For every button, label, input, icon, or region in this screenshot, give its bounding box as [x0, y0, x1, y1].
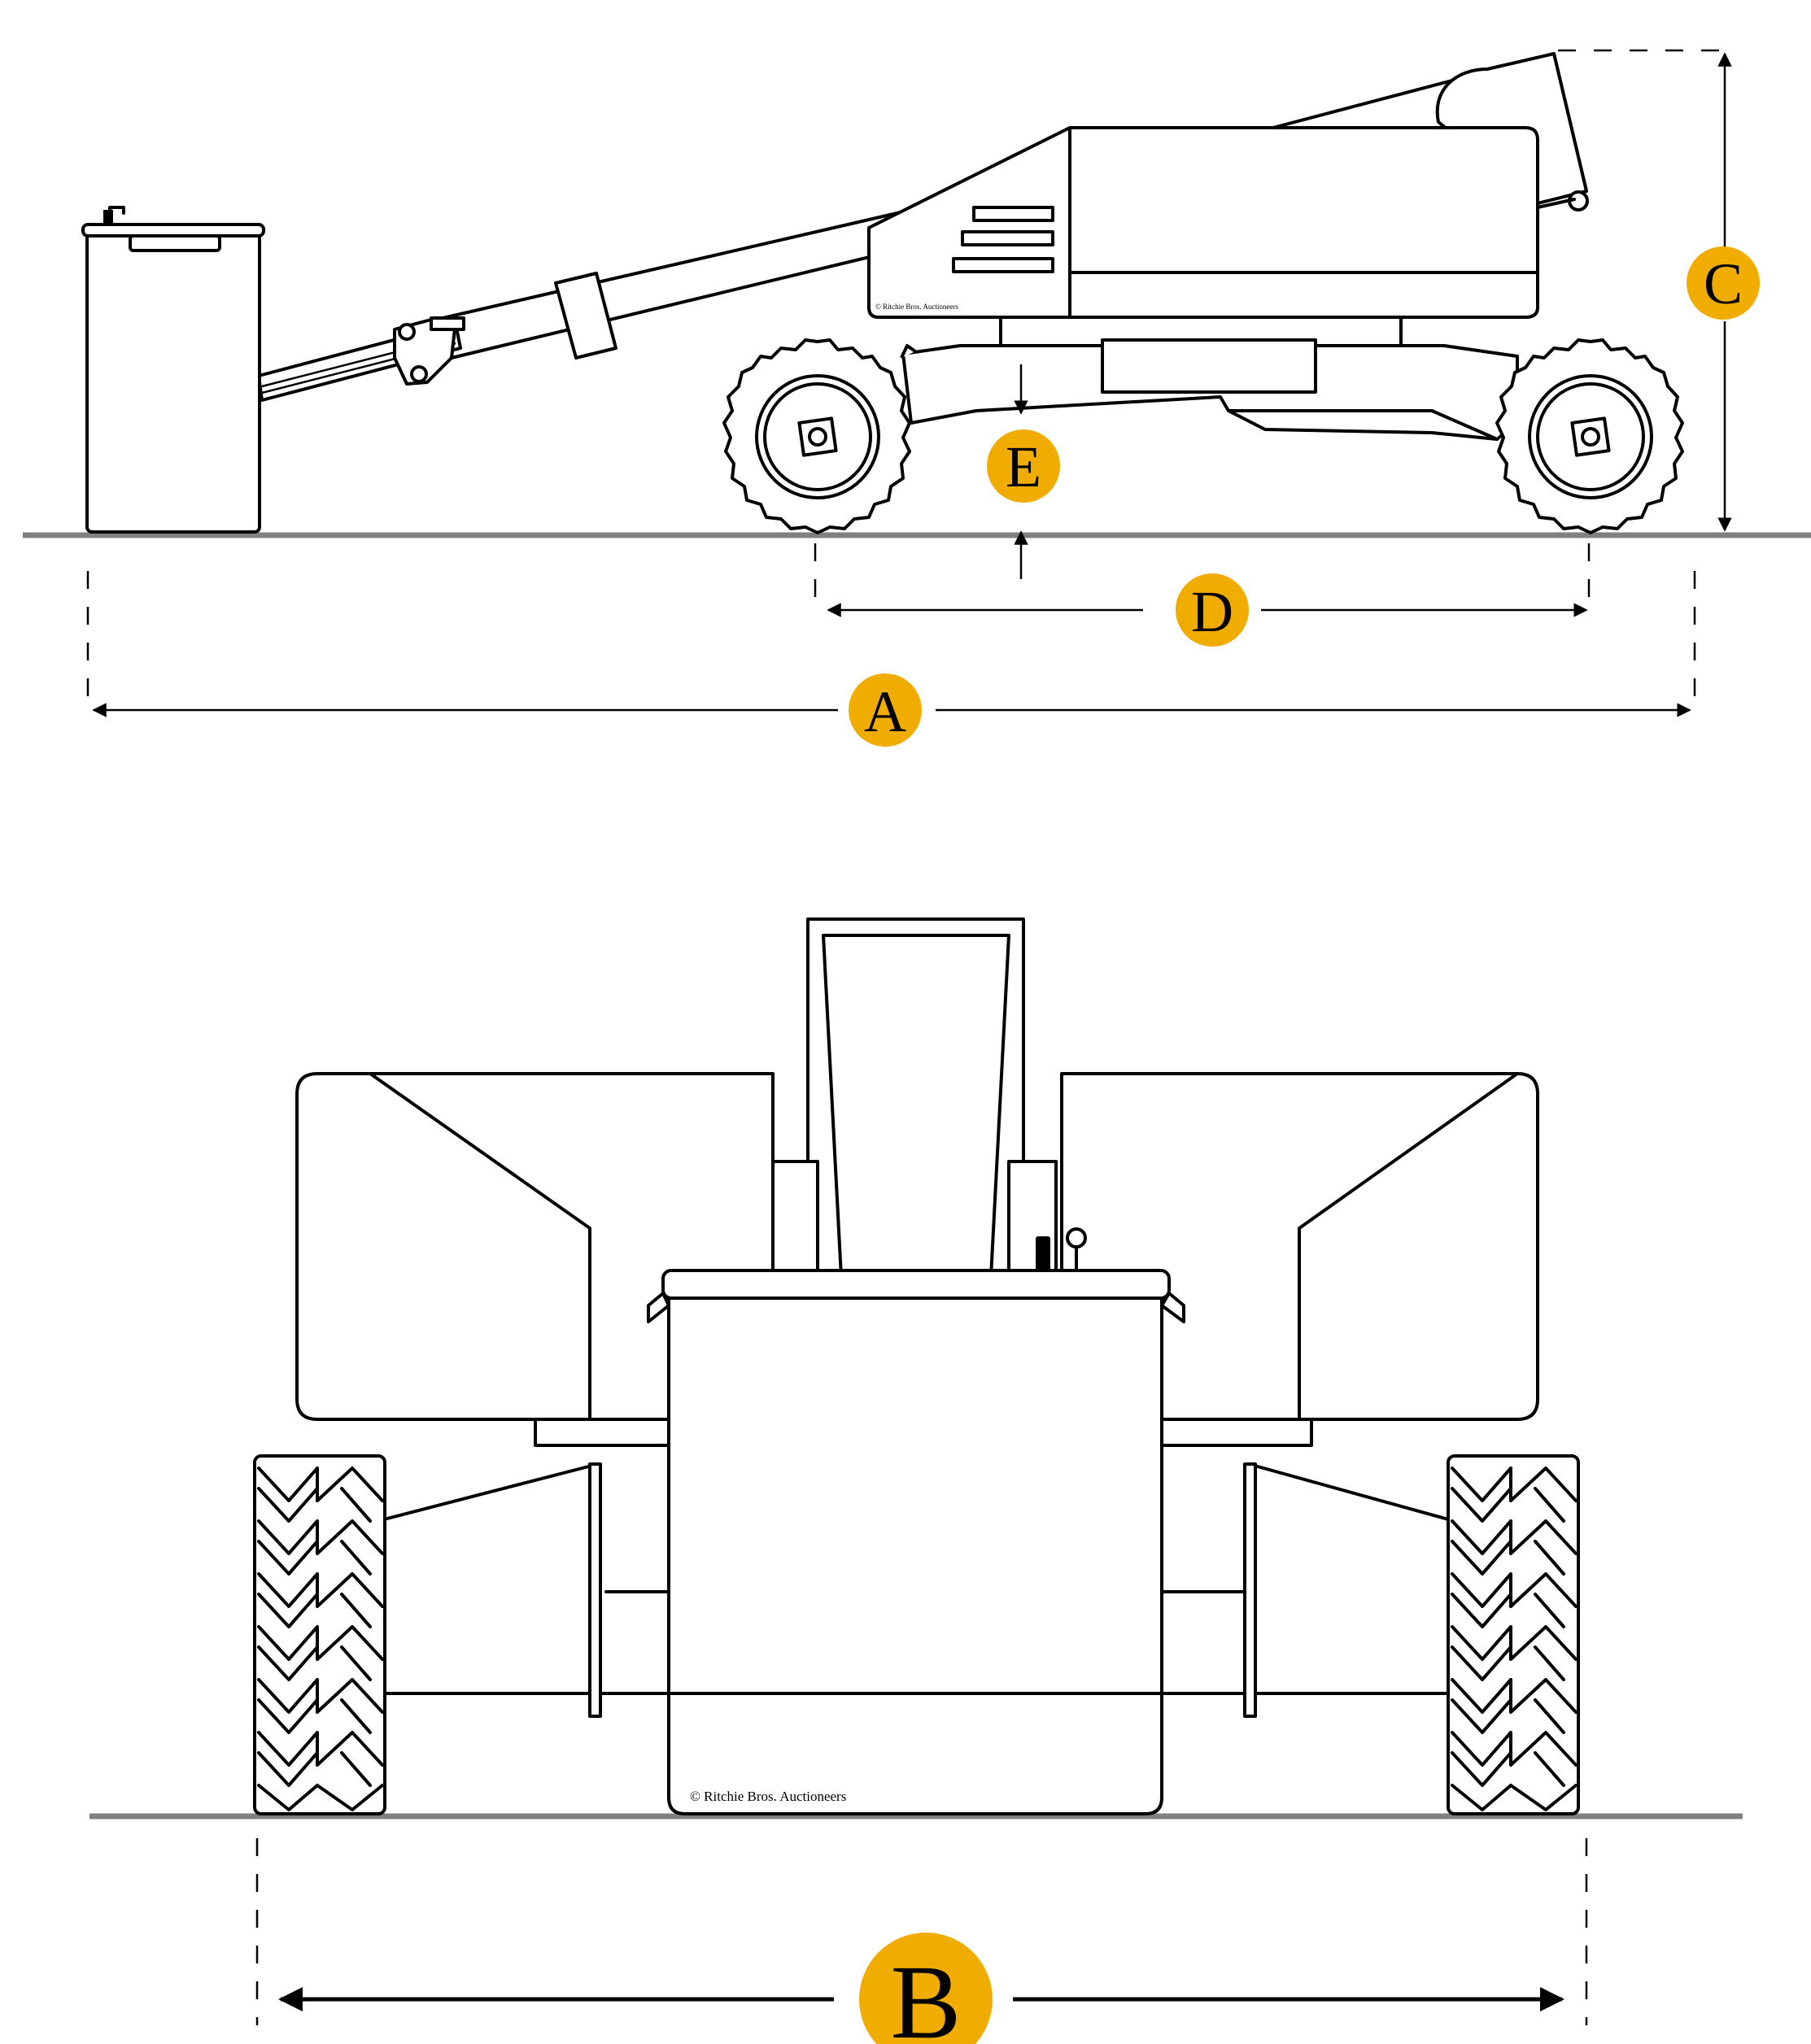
side-platform-rail	[81, 223, 265, 238]
wheel-hub-bolt-front	[808, 427, 827, 447]
front-rail-clip-right	[1160, 1292, 1185, 1323]
vent-slat-1	[972, 206, 1054, 222]
chassis-bracket	[900, 344, 917, 359]
marker-d: D	[1176, 573, 1249, 647]
marker-b: B	[859, 1933, 993, 2044]
wheel-hub-rear	[1570, 416, 1611, 457]
marker-e-circle	[987, 429, 1060, 503]
boom-collar	[554, 272, 617, 360]
side-wheel-front	[722, 338, 911, 534]
front-control-knob	[1066, 1227, 1087, 1249]
front-strut-left	[588, 1462, 602, 1718]
front-shroud-left	[295, 1072, 775, 1421]
wheel-rim-front-inner	[763, 382, 872, 491]
front-shroud-left-edge	[369, 1072, 591, 1421]
side-platform-control-box	[103, 210, 113, 223]
front-copyright: © Ritchie Bros. Auctioneers	[690, 1789, 846, 1804]
front-boom-block-left	[771, 1160, 819, 1281]
marker-d-circle	[1176, 573, 1249, 647]
marker-a-label: A	[864, 679, 906, 744]
vent-slat-3	[952, 257, 1054, 273]
wheel-rim-rear-outer	[1528, 374, 1653, 499]
front-boom-inner	[822, 934, 1010, 1279]
side-platform-basket	[85, 228, 261, 534]
turntable-hood	[867, 126, 1071, 319]
front-tire-left	[253, 1454, 386, 1815]
marker-b-label: B	[891, 1944, 962, 2044]
wheel-hub-bolt-rear	[1581, 427, 1600, 447]
front-tire-left-tread	[257, 1467, 384, 1811]
side-wheel-rear	[1495, 338, 1684, 534]
front-shroud-right-edge	[1298, 1072, 1519, 1421]
boom-link	[1536, 198, 1576, 209]
front-tire-right	[1447, 1454, 1580, 1815]
front-axle-arm-right	[1247, 1462, 1450, 1521]
front-control-box	[1036, 1236, 1050, 1270]
front-strut-right	[1243, 1462, 1257, 1718]
marker-a: A	[849, 673, 922, 747]
wheel-rim-front-outer	[755, 374, 880, 499]
marker-c-label: C	[1704, 251, 1743, 316]
front-slew-plate-left	[534, 1418, 671, 1447]
marker-a-circle	[849, 673, 922, 747]
side-view: © Ritchie Bros. Auctioneers	[23, 49, 1811, 747]
wheel-hub-front	[797, 416, 838, 457]
front-tire-right-body	[1447, 1454, 1580, 1815]
marker-c-circle	[1687, 246, 1760, 320]
front-view: © Ritchie Bros. Auctioneers B	[89, 917, 1743, 2044]
marker-e-label: E	[1006, 434, 1041, 499]
marker-d-label: D	[1191, 579, 1233, 644]
front-axle-arm-left	[382, 1462, 600, 1521]
wheel-rim-rear-inner	[1536, 382, 1645, 491]
vent-slat-2	[961, 230, 1054, 246]
front-rail-clip-left	[647, 1292, 670, 1323]
front-platform-basket	[667, 1296, 1163, 1815]
front-slew-plate-right	[1158, 1418, 1313, 1447]
jib-pin-2	[410, 365, 428, 383]
side-copyright: © Ritchie Bros. Auctioneers	[875, 303, 958, 311]
turntable-body	[1068, 126, 1539, 319]
main-boom-base	[438, 208, 925, 360]
jib-pin-1	[398, 323, 416, 341]
marker-b-circle	[859, 1933, 993, 2044]
front-tire-left-body	[253, 1454, 386, 1815]
jib-bracket	[430, 316, 465, 331]
side-platform-handle	[129, 234, 221, 252]
marker-c: C	[1687, 246, 1760, 320]
front-platform-toprail	[661, 1269, 1171, 1300]
chassis-panel	[1101, 338, 1317, 394]
chassis-lower-arm	[1227, 409, 1499, 441]
marker-e: E	[987, 429, 1060, 503]
